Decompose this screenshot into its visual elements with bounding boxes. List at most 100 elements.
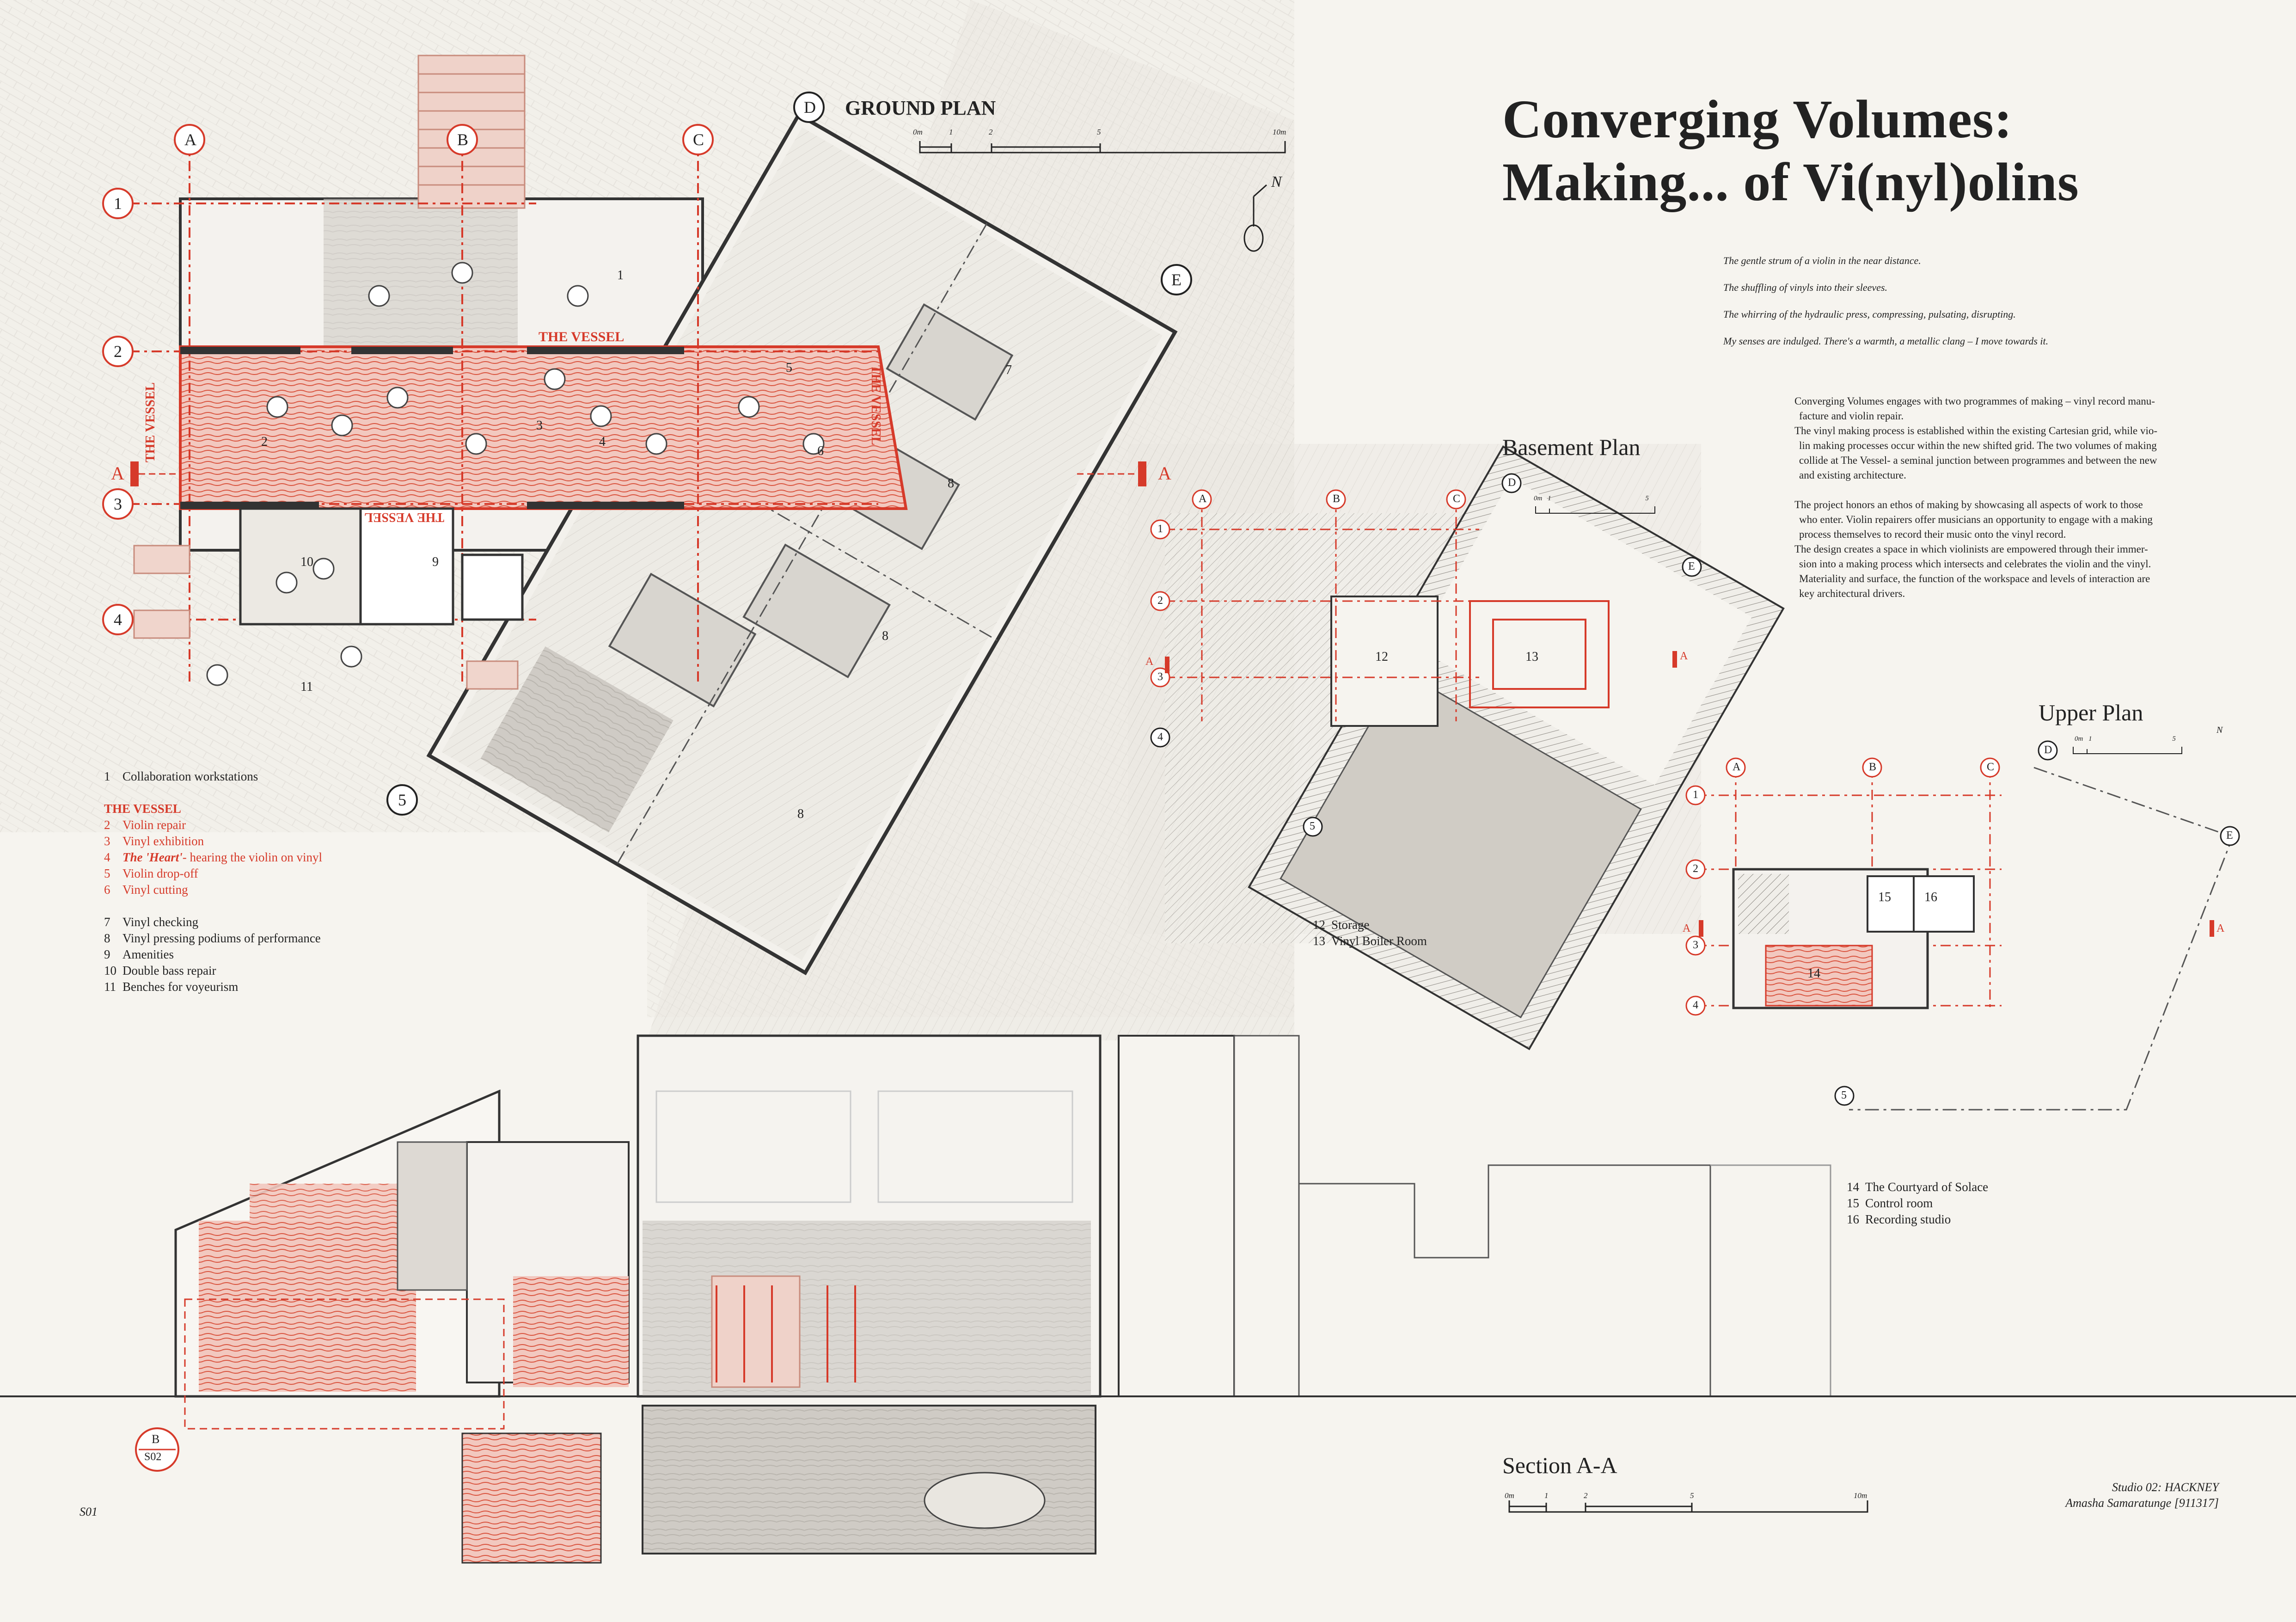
grid-label: 3 (1157, 671, 1163, 683)
legend-item: 1 Collaboration workstations (104, 768, 322, 785)
legend-item: 13 Vinyl Boiler Room (1313, 933, 1427, 949)
room-number: 12 (1375, 650, 1388, 664)
room-number: 10 (300, 555, 313, 569)
legend-item: 2 Violin repair (104, 817, 322, 833)
section-marker-label: A (2216, 922, 2225, 934)
room-number: 5 (786, 361, 792, 375)
legend-text: Vinyl Boiler Room (1331, 934, 1427, 948)
legend-number: 1 (104, 769, 110, 783)
poem-line: My senses are indulged. There's a warmth… (1723, 335, 2049, 347)
basement-scale-labels: 0m 1 5 (1534, 495, 1649, 503)
description-line: collide at The Vessel- a seminal junctio… (1799, 455, 2157, 466)
vessel-label-mirrored: THE VESSEL (364, 510, 445, 524)
grid-label: 1 (1693, 789, 1698, 801)
room-number: 3 (536, 418, 543, 433)
legend-number: 9 (104, 947, 110, 961)
scale-label: 0m (2075, 735, 2083, 743)
legend-text: Violin drop-off (122, 866, 198, 880)
legend-text: Violin repair (122, 818, 186, 832)
room-number: 4 (599, 435, 606, 449)
scale-label: 10m (1854, 1491, 1867, 1500)
author-label: Amasha Samaratunge [911317] (2065, 1496, 2219, 1510)
section-marker-label: A (1680, 650, 1688, 662)
grid-label: 3 (114, 495, 122, 513)
room-number: 8 (948, 476, 954, 491)
grid-label: 4 (1693, 999, 1698, 1011)
legend-number: 7 (104, 915, 110, 929)
north-label: N (1271, 173, 1282, 190)
ground-plan-grid-bubbles (102, 124, 714, 635)
section-a-a (0, 1034, 2296, 1564)
legend-text: The Courtyard of Solace (1865, 1180, 1989, 1194)
title-line-1: Converging Volumes: (1502, 89, 2013, 149)
grid-label: 5 (1841, 1089, 1847, 1101)
room-number: 1 (617, 268, 624, 283)
upper-scale-labels: 0m 1 5 (2075, 735, 2176, 743)
legend-text: Collaboration workstations (122, 769, 258, 783)
legend-text: Vinyl checking (122, 915, 199, 929)
description-line: Converging Volumes engages with two prog… (1794, 395, 2155, 407)
ground-plan-scale-bar (919, 141, 1286, 154)
room-number: 15 (1878, 890, 1891, 904)
section-marker-label: A (1158, 463, 1171, 484)
description-line: facture and violin repair. (1799, 410, 1904, 422)
room-number: 14 (1807, 966, 1820, 981)
legend-text: Recording studio (1865, 1212, 1951, 1226)
description-line: lin making processes occur within the ne… (1799, 440, 2157, 451)
poem-line: The whirring of the hydraulic press, com… (1723, 308, 2016, 320)
scale-label: 0m (1534, 495, 1543, 502)
legend-number: 13 (1313, 934, 1325, 948)
scale-label: 5 (1645, 495, 1649, 502)
legend-emphasis: The 'Heart' (122, 850, 183, 864)
north-violin-icon (1243, 184, 1267, 252)
upper-legend: 14 The Courtyard of Solace 15 Control room… (1847, 1179, 1988, 1228)
grid-label: 5 (1310, 820, 1315, 832)
scale-label: 2 (1584, 1491, 1588, 1500)
scale-label: 2 (989, 128, 993, 136)
section-marker-label: A (111, 463, 124, 484)
description-line: who enter. Violin repairers offer musici… (1799, 514, 2153, 525)
scale-label: 1 (1548, 495, 1551, 502)
grid-label: E (1688, 560, 1695, 572)
grid-label: A (1733, 761, 1741, 773)
legend-number: 15 (1847, 1196, 1859, 1210)
scale-label: 1 (2088, 735, 2092, 743)
legend-number: 2 (104, 818, 110, 832)
grid-label: B (1333, 493, 1341, 505)
room-number: 16 (1924, 890, 1937, 904)
grid-label: B (457, 130, 469, 149)
grid-label: 1 (114, 194, 122, 213)
legend-text: Control room (1865, 1196, 1933, 1210)
grid-label: 1 (1157, 523, 1163, 535)
legend-text: Amenities (122, 947, 174, 961)
room-number: 13 (1525, 650, 1538, 664)
description-line: The vinyl making process is established … (1794, 425, 2158, 436)
section-marker-label: A (1683, 922, 1691, 934)
grid-label: 4 (114, 610, 122, 629)
grid-label: 4 (1157, 731, 1163, 743)
basement-scale-bar (1535, 506, 1655, 514)
title-line-2: Making... of Vi(nyl)olins (1502, 152, 2079, 212)
grid-label: C (693, 130, 704, 149)
sheet-number: S01 (80, 1505, 98, 1518)
legend-number: 11 (104, 980, 116, 994)
legend-text: Vinyl cutting (122, 883, 188, 897)
section-callout-letter: B (152, 1432, 160, 1446)
legend-number: 10 (104, 964, 116, 977)
scale-label: 1 (949, 128, 953, 136)
grid-label: A (1199, 493, 1207, 505)
scale-label: 0m (1505, 1491, 1514, 1500)
project-title: Converging Volumes: Making... of Vi(nyl)… (1502, 88, 2079, 214)
legend-number: 14 (1847, 1180, 1859, 1194)
legend-number: 3 (104, 834, 110, 848)
room-number: 8 (797, 807, 804, 821)
room-number: 11 (300, 680, 313, 694)
